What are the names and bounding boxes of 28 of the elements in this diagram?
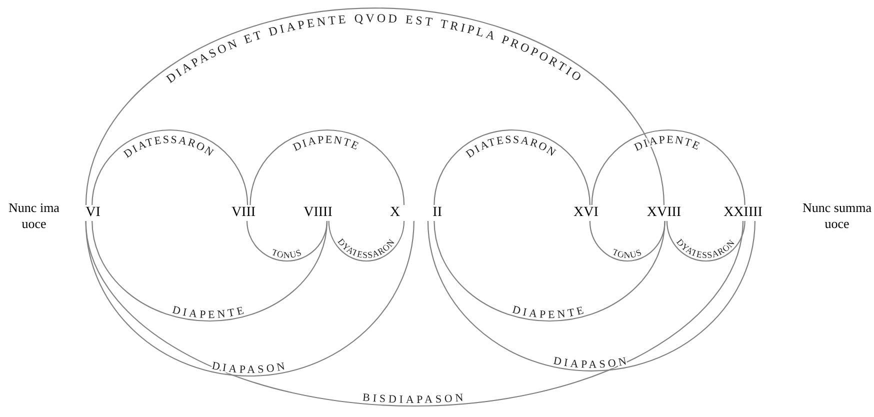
roman-numeral: XVI — [574, 205, 598, 221]
edge-label: DIAPENTE — [291, 134, 363, 154]
interval-arc — [427, 220, 756, 372]
roman-numeral: VIII — [231, 205, 256, 221]
roman-numeral: XVIII — [646, 205, 682, 221]
interval-arc — [92, 220, 328, 322]
edge-label: DIAPASON — [552, 354, 630, 371]
interval-arc — [85, 220, 414, 376]
interval-arc — [434, 220, 666, 322]
edge-label: DIAPENTE — [171, 304, 248, 322]
edge-label: DIAPENTE — [511, 304, 588, 322]
roman-numeral: VI — [86, 205, 100, 221]
side-note: Nunc summa uoce — [802, 200, 872, 232]
interval-arc — [246, 220, 328, 262]
edge-label: DIAPASON — [210, 360, 289, 376]
interval-arc — [589, 220, 666, 262]
side-note: Nunc ima uoce — [8, 200, 60, 232]
interval-arc — [85, 220, 744, 406]
edge-label: TONUS — [270, 247, 304, 260]
interval-arc — [92, 130, 248, 206]
interval-arc — [434, 130, 590, 206]
edge-label: BISDIAPASON — [362, 392, 467, 406]
roman-numeral: XXIIII — [724, 205, 762, 221]
roman-numeral: VIIII — [304, 205, 332, 221]
roman-numeral: X — [390, 205, 400, 221]
roman-numeral: II — [432, 205, 442, 221]
interval-arc — [250, 130, 405, 206]
interval-arc — [591, 130, 746, 206]
